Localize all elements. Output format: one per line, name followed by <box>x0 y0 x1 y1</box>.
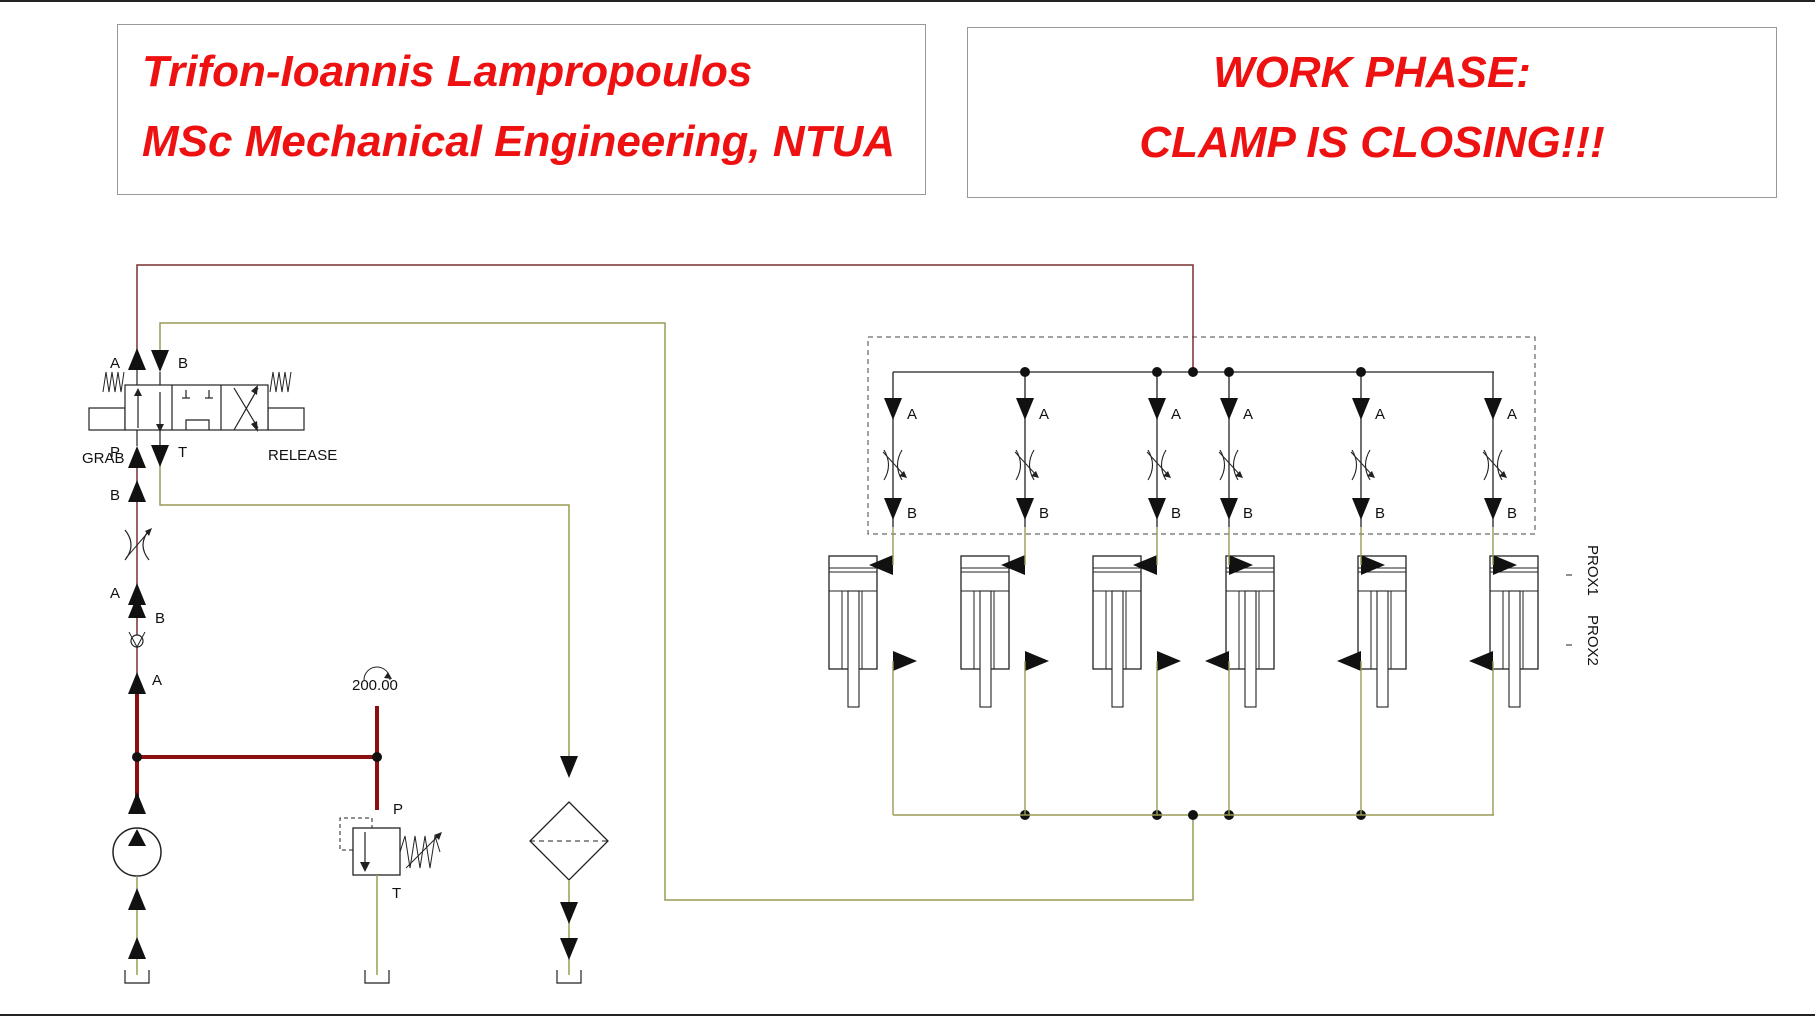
phase-box: WORK PHASE: CLAMP IS CLOSING!!! <box>967 27 1777 198</box>
clamp-cylinder-3[interactable] <box>1092 555 1181 708</box>
sensor-prox1: PROX1 <box>1584 545 1601 596</box>
flow-control-valve-2[interactable] <box>1014 372 1039 527</box>
relief-port-p: P <box>393 801 403 818</box>
flow-control-valve-3[interactable] <box>1146 372 1171 527</box>
pressure-relief-valve[interactable] <box>339 817 442 876</box>
arrow-filter-out-1 <box>560 902 578 924</box>
arrow-pump-out <box>128 792 146 814</box>
clamp-cylinder-1[interactable] <box>828 555 917 708</box>
tank-relief <box>364 970 390 984</box>
fc6-port-b: B <box>1507 505 1517 522</box>
return-filter[interactable] <box>529 801 609 881</box>
arrow-check-out <box>128 596 146 618</box>
flow-control-manifold <box>867 336 1536 535</box>
tank-filter <box>556 970 582 984</box>
fc5-port-a: A <box>1375 406 1385 423</box>
return-line-cylinders <box>159 322 1194 901</box>
manifold-junction-2 <box>1020 367 1030 377</box>
arrow-check-in <box>128 672 146 694</box>
phase-title: WORK PHASE: <box>1213 48 1531 97</box>
author-degree: MSc Mechanical Engineering, NTUA <box>142 117 896 166</box>
manifold-junction-5 <box>1356 367 1366 377</box>
flow-control-valve-5[interactable] <box>1350 372 1375 527</box>
fc4-port-b: B <box>1243 505 1253 522</box>
flow-control-valve-6[interactable] <box>1482 372 1507 527</box>
sensor-prox2: PROX2 <box>1584 615 1601 666</box>
speed-gauge <box>363 666 392 681</box>
manifold-junction-3 <box>1152 367 1162 377</box>
clamp-cylinder-6[interactable] <box>1469 555 1539 708</box>
fc1-port-b: B <box>907 505 917 522</box>
fc5-port-b: B <box>1375 505 1385 522</box>
fc2-port-b: B <box>1039 505 1049 522</box>
author-name: Trifon-Ioannis Lampropoulos <box>142 47 753 96</box>
phase-status: CLAMP IS CLOSING!!! <box>1139 118 1605 167</box>
bottom-border <box>0 1014 1815 1016</box>
fc3-port-b: B <box>1171 505 1181 522</box>
fc4-port-a: A <box>1243 406 1253 423</box>
flow-port-a: A <box>110 585 120 602</box>
flow-control-valve-main[interactable] <box>124 528 152 561</box>
arrow-pump-suction-2 <box>128 937 146 959</box>
tank-pump <box>124 970 150 984</box>
manifold-junction-4 <box>1224 367 1234 377</box>
motor-speed-value: 200.00 <box>352 677 398 694</box>
fc6-port-a: A <box>1507 406 1517 423</box>
valve-grab-label: GRAB <box>82 450 125 467</box>
valve-release-label: RELEASE <box>268 447 337 464</box>
tank-line-to-filter <box>159 455 570 758</box>
manifold-junction-feed <box>1188 367 1198 377</box>
top-border <box>0 0 1815 2</box>
arrow-flow-out <box>128 583 146 605</box>
clamp-cylinder-5[interactable] <box>1337 555 1407 708</box>
flow-control-valve-4[interactable] <box>1218 372 1243 527</box>
hydraulic-pump[interactable] <box>112 827 162 877</box>
relief-port-t: T <box>392 885 401 902</box>
arrow-filter-in <box>560 756 578 778</box>
flow-port-b: B <box>110 487 120 504</box>
junction-relief <box>372 752 382 762</box>
junction-left <box>132 752 142 762</box>
arrow-to-valve-p <box>128 480 146 502</box>
valve-port-a: A <box>110 355 120 372</box>
arrow-pump-suction-1 <box>128 888 146 910</box>
valve-port-p: P <box>110 444 120 461</box>
valve-port-b: B <box>178 355 188 372</box>
directional-control-valve[interactable] <box>88 348 305 468</box>
author-box: Trifon-Ioannis Lampropoulos MSc Mechanic… <box>117 24 926 195</box>
clamp-cylinder-4[interactable] <box>1205 555 1275 708</box>
check-valve[interactable] <box>128 631 146 649</box>
check-port-a: A <box>152 672 162 689</box>
fc1-port-a: A <box>907 406 917 423</box>
return-junction-feed <box>1188 810 1198 820</box>
fc2-port-a: A <box>1039 406 1049 423</box>
fc3-port-a: A <box>1171 406 1181 423</box>
pressure-line-to-manifold <box>136 264 1194 372</box>
clamp-cylinder-2[interactable] <box>960 555 1049 708</box>
valve-port-t: T <box>178 444 187 461</box>
check-port-b: B <box>155 610 165 627</box>
flow-control-valve-1[interactable] <box>882 372 907 527</box>
arrow-filter-out-2 <box>560 938 578 960</box>
